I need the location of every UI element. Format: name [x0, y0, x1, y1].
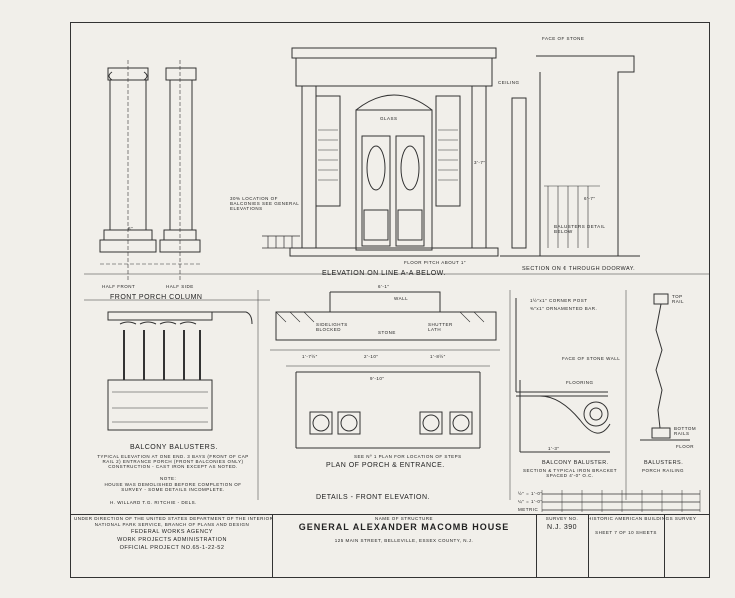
- corner-post-label: 1½″x1″ CORNER POST: [530, 298, 588, 303]
- balcony-balusters-drawing: [107, 311, 253, 431]
- half-front-label: HALF FRONT: [102, 284, 136, 289]
- dimension-label: 8″: [128, 226, 134, 231]
- sidelights-label: SIDELIGHTS BLOCKED: [316, 322, 348, 332]
- face-of-stone-label: FACE OF STONE: [542, 36, 585, 41]
- floor-pitch-note: FLOOR PITCH ABOUT 1″: [404, 260, 467, 265]
- plan-title: PLAN OF PORCH & ENTRANCE.: [326, 462, 445, 469]
- glass-label: GLASS: [380, 116, 398, 121]
- balcony-bracket-drawing: [515, 298, 611, 453]
- porch-baluster-drawing: [640, 293, 690, 441]
- balusters-typical-note: TYPICAL ELEVATION AT ONE END. 3 BAYS (FR…: [97, 454, 249, 469]
- title-block: [70, 514, 710, 578]
- see-plan-note: SEE Nº 1 PLAN FOR LOCATION OF STEPS: [354, 454, 462, 459]
- balcony-balusters-title: BALCONY BALUSTERS.: [130, 444, 218, 451]
- sheet-number: SHEET 7 OF 10 SHEETS: [595, 530, 657, 535]
- agency-line: NATIONAL PARK SERVICE, BRANCH OF PLANS A…: [94, 522, 250, 527]
- title-block-divider: [664, 514, 665, 578]
- scale-bar: [541, 490, 701, 512]
- balconies-note: 30% LOCATION OF BALCONIES SEE GENERAL EL…: [230, 196, 300, 211]
- baluster-section-note: SECTION & TYPICAL IRON BRACKET SPACED 4'…: [522, 468, 618, 478]
- wall-label: WALL: [394, 296, 409, 301]
- dimension-label: 6'-1″: [378, 284, 390, 289]
- elevation-drawing: [262, 47, 499, 257]
- scale-label: METRIC: [518, 507, 539, 512]
- dimension-label: 2'-10″: [364, 354, 379, 359]
- flooring-label: FLOORING: [566, 380, 594, 385]
- stone-label: STONE: [378, 330, 396, 335]
- scale-label: ½″ = 1'-0″: [518, 491, 543, 496]
- agency-line: FEDERAL WORKS AGENCY: [131, 529, 213, 535]
- porch-column-drawing: [99, 60, 201, 280]
- shutter-label: SHUTTER LATH: [428, 322, 453, 332]
- survey-no-label: SURVEY NO.: [545, 516, 579, 521]
- face-of-stone-wall-label: FACE OF STONE WALL: [562, 356, 621, 361]
- floor-label: FLOOR: [676, 444, 695, 449]
- dimension-label: 1'-7½″: [302, 354, 318, 359]
- structure-address: 125 MAIN STREET, BELLEVILLE, ESSEX COUNT…: [334, 538, 474, 543]
- balusters-title: BALUSTERS.: [644, 460, 684, 466]
- elevation-title: ELEVATION ON LINE A-A BELOW.: [322, 270, 446, 277]
- balcony-baluster-title: BALCONY BALUSTER.: [542, 460, 609, 466]
- dimension-label: 1'-3″: [548, 446, 560, 451]
- delineators: H. WILLARD T.G. RITCHIE - DELS.: [110, 500, 197, 505]
- note-head: NOTE:: [160, 476, 177, 481]
- ornamented-bar-label: ⅜″x1″ ORNAMENTED BAR.: [530, 306, 598, 311]
- structure-name: GENERAL ALEXANDER MACOMB HOUSE: [298, 522, 510, 532]
- top-rail-label: TOP RAIL: [672, 294, 685, 304]
- scale-label: ¼″ = 1'-0″: [518, 499, 543, 504]
- agency-line: UNDER DIRECTION OF THE UNITED STATES DEP…: [74, 516, 274, 521]
- agency-line: OFFICIAL PROJECT NO.65-1-22-52: [119, 545, 225, 551]
- dimension-label: 3'-7″: [474, 160, 486, 165]
- title-block-divider: [588, 514, 589, 578]
- dimension-label: 6'-7″: [584, 196, 596, 201]
- details-title: DETAILS - FRONT ELEVATION.: [316, 494, 430, 501]
- section-drawing: [500, 55, 640, 257]
- plan-drawing: [270, 291, 500, 449]
- bottom-rails-label: BOTTOM RAILS: [674, 426, 697, 436]
- dimension-label: 9'-10″: [370, 376, 385, 381]
- half-side-label: HALF SIDE: [166, 284, 194, 289]
- note-body: HOUSE WAS DEMOLISHED BEFORE COMPLETION O…: [104, 482, 242, 492]
- dimension-label: 1'-8½″: [430, 354, 446, 359]
- section-title: SECTION ON ¢ THROUGH DOORWAY.: [522, 266, 636, 272]
- porch-railing-label: PORCH RAILING: [642, 468, 685, 473]
- title-block-divider: [536, 514, 537, 578]
- name-of-structure-label: NAME OF STRUCTURE: [375, 516, 433, 521]
- porch-column-title: FRONT PORCH COLUMN: [110, 294, 203, 301]
- survey-title: HISTORIC AMERICAN BUILDINGS SURVEY: [588, 516, 697, 521]
- title-block-divider: [272, 514, 273, 578]
- balusters-detail-note: BALUSTERS DETAIL BELOW: [554, 224, 606, 234]
- drawing-frame: [70, 22, 710, 578]
- ceiling-label: CEILING: [498, 80, 520, 85]
- survey-number: N.J. 390: [546, 524, 578, 531]
- agency-line: WORK PROJECTS ADMINISTRATION: [117, 537, 227, 543]
